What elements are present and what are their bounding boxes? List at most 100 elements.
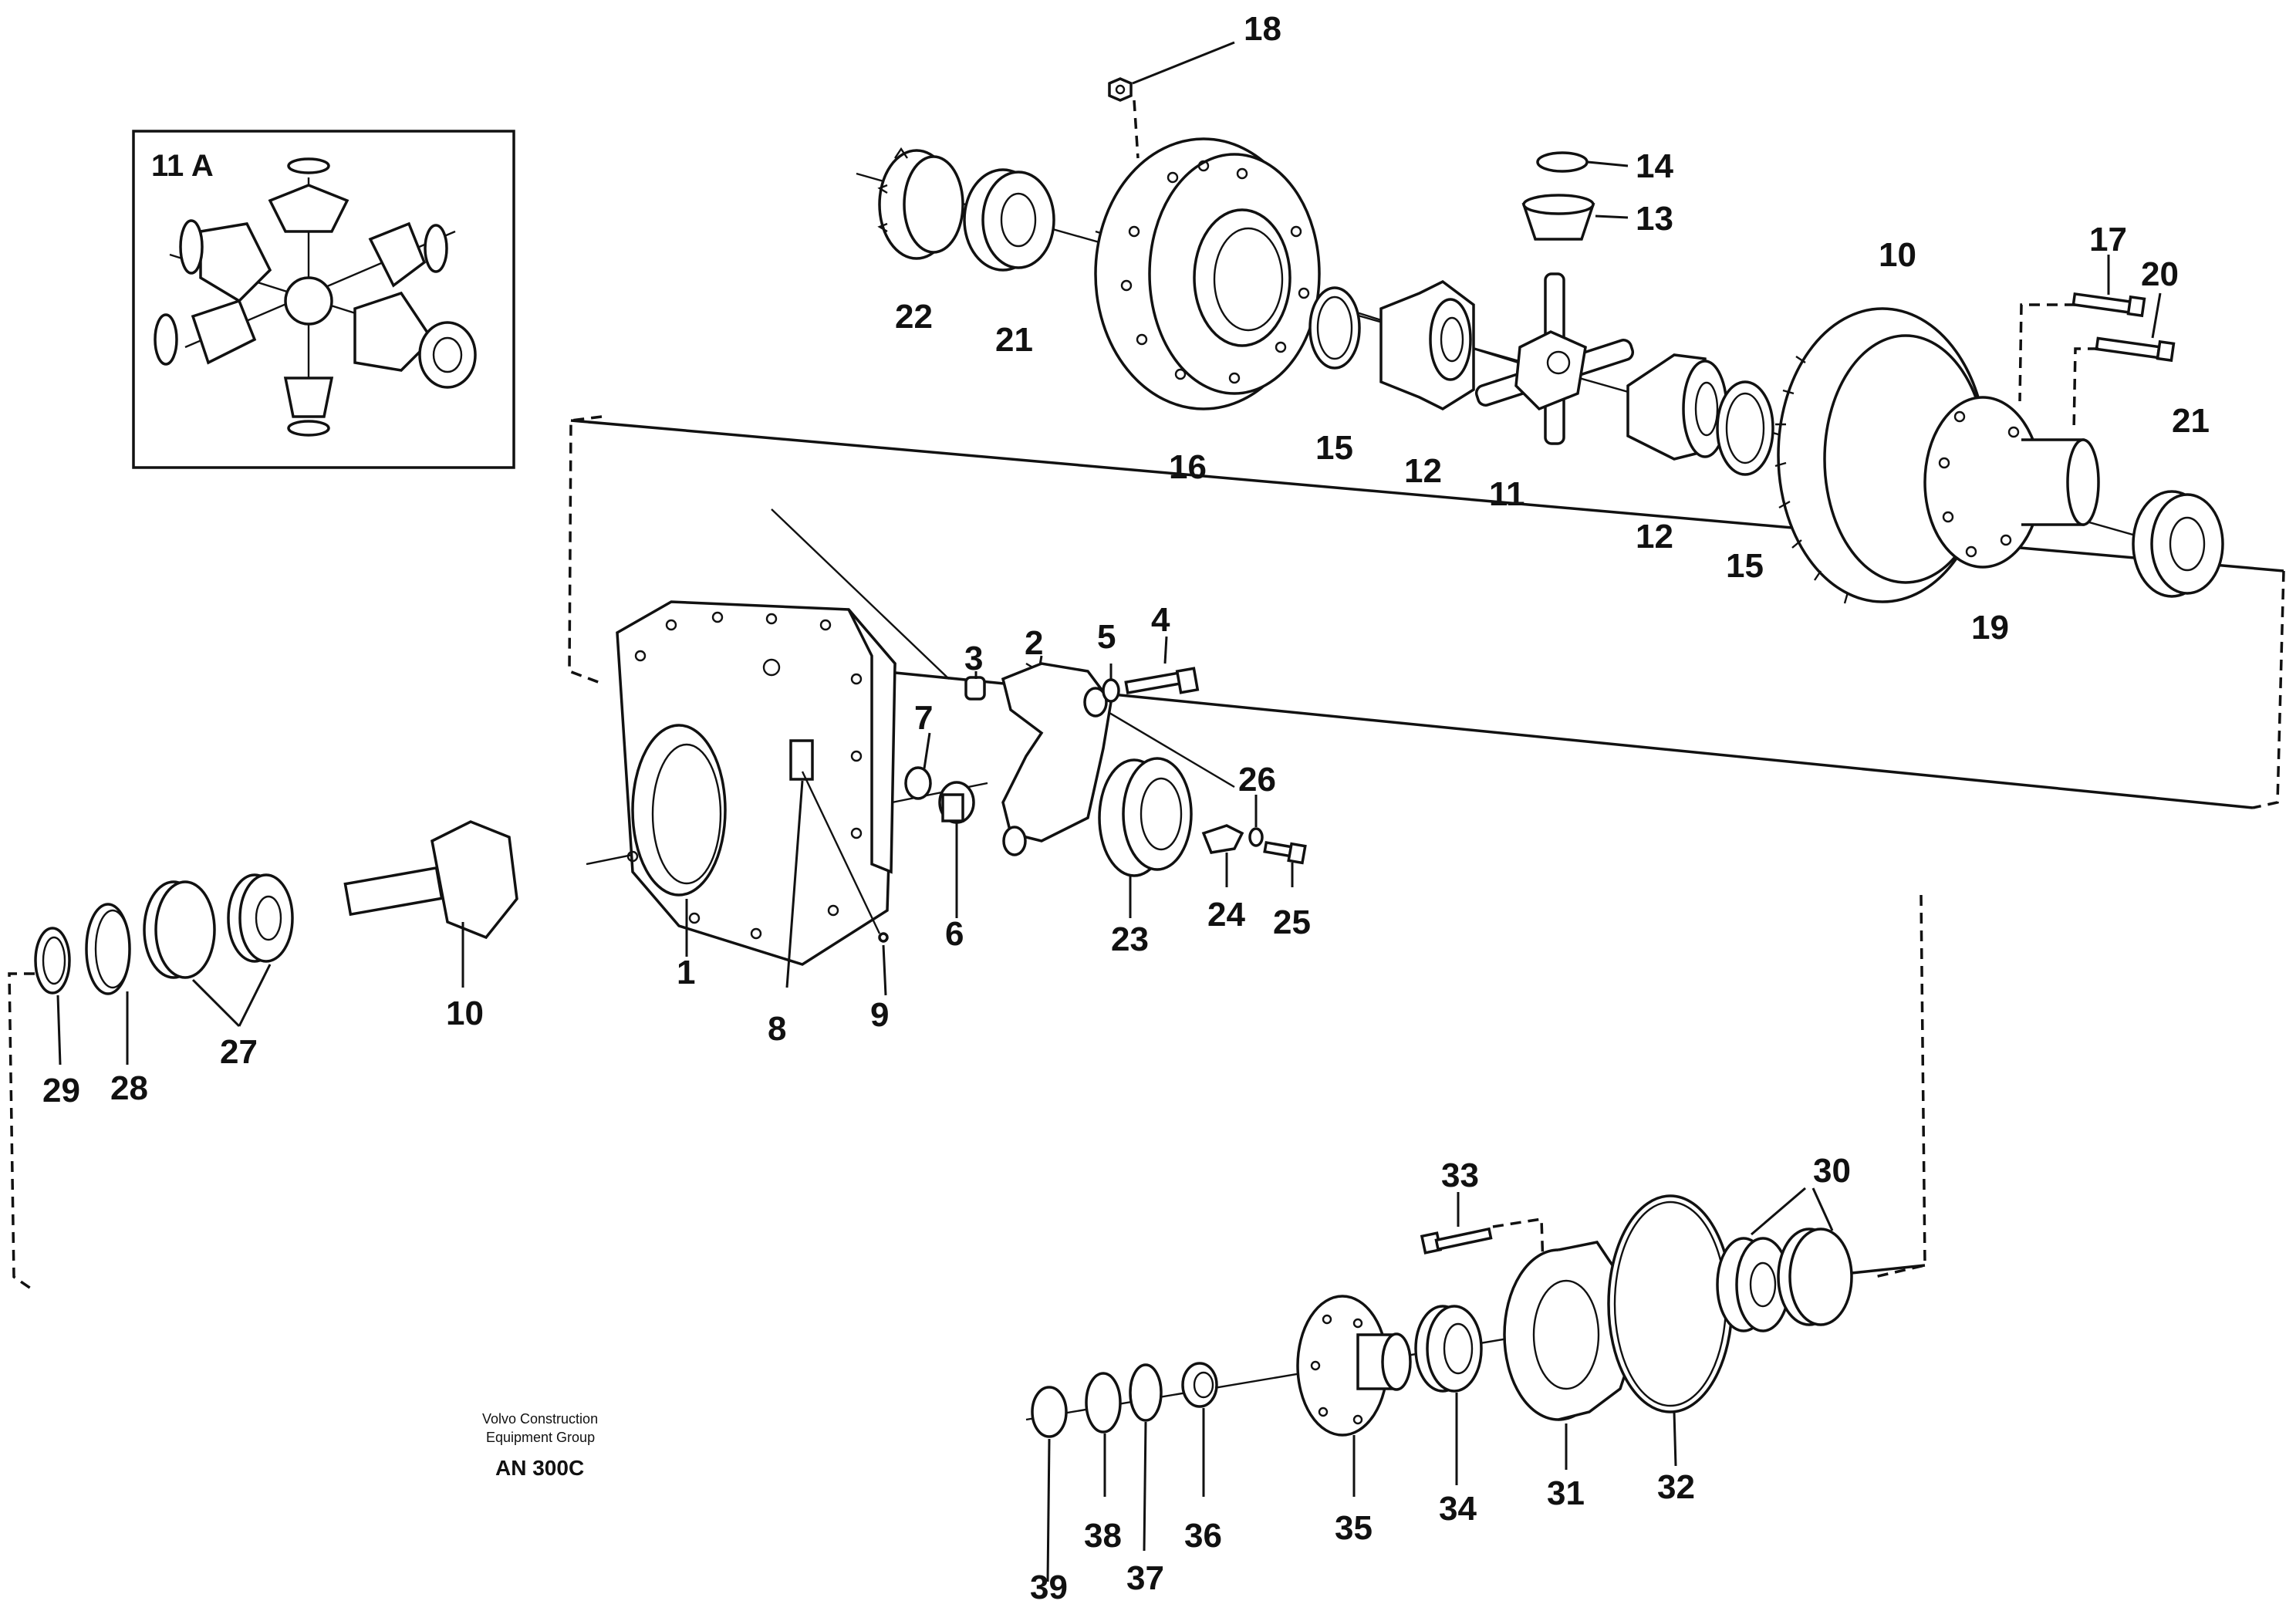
bottom-assembly [1025,1187,1926,1582]
part-33-bolt [1420,1192,1545,1266]
callout-24: 24 [1207,896,1245,934]
part-6-plug [938,781,975,918]
part-3-sleeve [964,671,986,701]
callout-25: 25 [1273,903,1311,941]
part-26-washer [1248,795,1264,847]
callout-17: 17 [2089,221,2127,258]
part-10-crown-wheel [1774,307,1988,604]
callout-15-left: 15 [1315,429,1353,467]
part-15-thrust-washer-right [1716,380,1774,476]
part-9-rivet [801,771,889,996]
part-28-shim [85,903,131,1065]
part-36-nut [1181,1362,1218,1497]
callout-16: 16 [1169,448,1207,486]
part-37-lock-washer [1129,1363,1163,1552]
callout-29: 29 [42,1072,80,1109]
callout-39: 39 [1030,1569,1068,1606]
callout-26: 26 [1238,761,1276,799]
callout-11: 11 [1489,475,1525,513]
callout-12-right: 12 [1636,518,1673,556]
top-assembly [856,41,2224,604]
part-39-circlip [1031,1386,1068,1582]
callout-38: 38 [1084,1517,1122,1555]
callout-10-pinion: 10 [446,995,484,1032]
callout-12-left: 12 [1404,452,1442,490]
part-8-name-plate [785,739,814,988]
callout-30: 30 [1813,1152,1851,1190]
inset-gear-right-top [368,221,427,288]
callout-32: 32 [1657,1468,1695,1506]
part-22-gear [877,147,964,260]
callout-21-left: 21 [995,321,1033,359]
callout-8: 8 [768,1010,786,1048]
callout-36: 36 [1184,1517,1222,1555]
inset-spider-assembly [154,157,477,437]
callout-18: 18 [1244,10,1281,48]
callout-35: 35 [1335,1509,1373,1547]
part-27-taper-bearing [143,873,294,1028]
part-19-differential-case [1923,396,2100,569]
inset-gear-top [268,184,349,233]
part-20-bolt [2072,292,2176,433]
part-11-spider [1474,272,1635,445]
part-14-washer [1536,151,1629,173]
part-16-diff-housing [1094,137,1321,410]
callout-labels: 18 14 13 10 17 20 21 22 21 16 15 12 11 1… [42,10,2210,1606]
inset-gear-right-bottom [353,291,434,372]
part-31-pinion-cover [1503,1241,1637,1470]
part-5-washer [1102,664,1120,703]
callout-10-crown: 10 [1879,236,1916,274]
part-25-bolt [1263,840,1307,887]
callout-31: 31 [1547,1474,1585,1512]
callout-28: 28 [110,1069,148,1107]
publisher-footer: Volvo Construction Equipment Group AN 30… [482,1411,598,1480]
callout-3: 3 [964,640,983,677]
part-18-nut [1108,41,1235,159]
callout-5: 5 [1097,618,1116,656]
part-13-pinion-gear [1521,194,1629,241]
inset-gear-left-bottom [191,299,257,365]
part-24-lock-plate [1201,824,1244,887]
callout-6: 6 [945,915,964,953]
part-30-taper-bearing [1716,1187,1853,1332]
part-2-bearing-cap [1001,655,1113,856]
callout-15-right: 15 [1726,547,1764,585]
callout-21-right: 21 [2172,402,2210,440]
company-name-line2: Equipment Group [486,1430,595,1445]
part-38-lock-washer [1085,1372,1122,1497]
part-32-o-ring [1607,1194,1734,1467]
callout-4: 4 [1151,601,1170,639]
part-23-adjusting-nut [1098,757,1193,918]
middle-assembly [34,508,1307,1065]
callout-14: 14 [1636,147,1673,185]
inset-gear-left [199,222,272,303]
part-21-bearing-left [963,168,1055,272]
part-4-bolt [1124,636,1200,694]
part-34-oil-seal [1414,1305,1483,1485]
callout-23: 23 [1111,920,1149,958]
part-35-companion-flange [1296,1295,1412,1497]
callout-34: 34 [1439,1490,1477,1528]
inset-frame [132,130,515,469]
inset-label: 11 A [151,149,214,183]
part-29-washer [34,927,71,1065]
callout-7: 7 [914,699,933,737]
part-17-bolt [2018,255,2146,402]
callout-2: 2 [1025,624,1043,662]
callout-1: 1 [677,954,695,991]
part-1-axle-housing [616,600,896,966]
callout-19: 19 [1971,609,2009,647]
callout-22: 22 [895,298,933,336]
part-7-o-ring [904,732,932,800]
inset-11a: 11 A [132,130,515,469]
callout-13: 13 [1636,200,1673,238]
illustration-code: AN 300C [495,1456,584,1480]
callout-33: 33 [1441,1157,1479,1194]
callout-20: 20 [2141,255,2179,293]
part-12-side-gear-right [1626,353,1728,461]
part-21-bearing-right [2132,490,2224,598]
part-10-drive-pinion [343,820,518,988]
inset-gear-bottom [283,377,334,418]
